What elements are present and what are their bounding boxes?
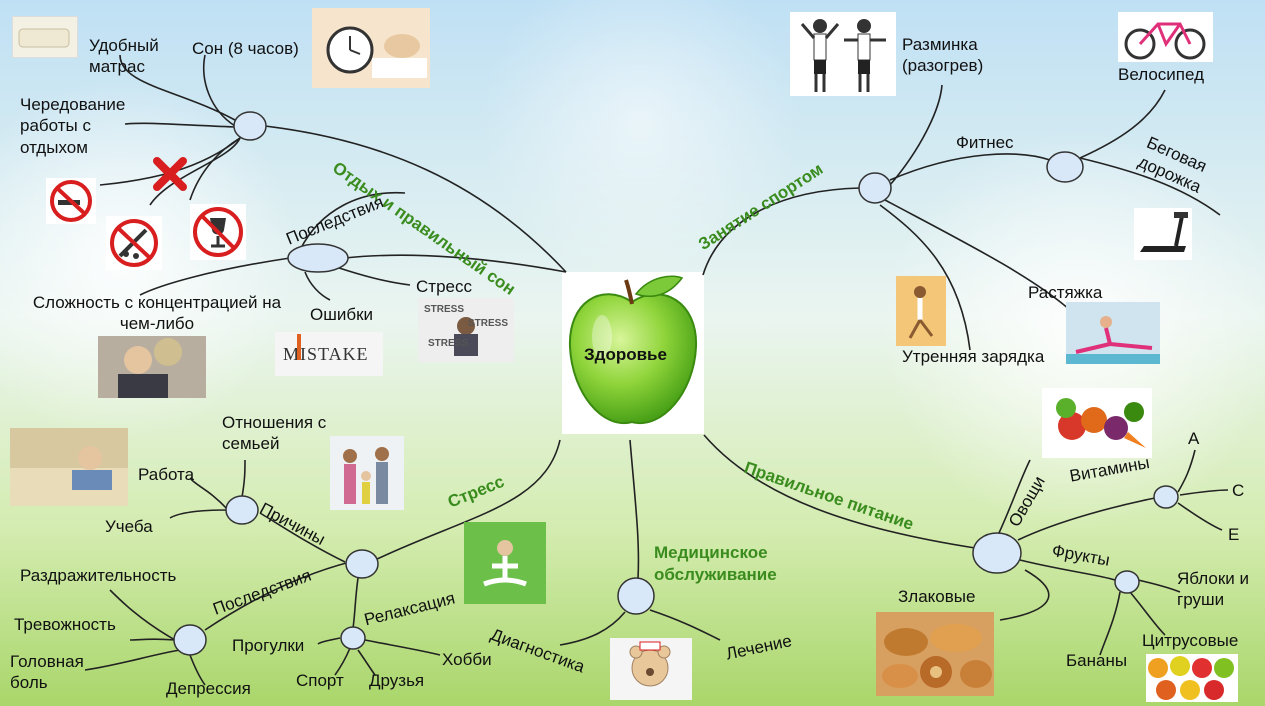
mistake-image: MISTAKE: [275, 332, 383, 376]
vegetables-image: [1042, 388, 1152, 458]
label-irritability: Раздражительность: [20, 566, 177, 585]
treadmill-icon: [1140, 212, 1188, 252]
apple-icon: [568, 275, 698, 425]
warmup-image: [790, 12, 896, 96]
node-medical: [617, 577, 655, 615]
doctor-image: [610, 638, 692, 700]
no-drugs-image: [106, 216, 162, 270]
label-family: Отношения с семьей: [222, 413, 327, 454]
category-medical-text: Медицинское обслуживание: [654, 543, 777, 585]
category-medical: Медицинское обслуживание: [654, 542, 794, 586]
no-drugs-icon: [110, 219, 158, 267]
citrus-icon: [1148, 656, 1234, 700]
concentration-image: [98, 336, 206, 398]
label-fitness: Фитнес: [956, 133, 1014, 152]
label-sleep: Сон (8 часов): [192, 39, 299, 58]
node-fitness: [1046, 151, 1084, 183]
sleep-image: [312, 8, 430, 88]
label-apples: Яблоки и груши: [1177, 569, 1249, 610]
treadmill-image: [1134, 208, 1192, 260]
label-study: Учеба: [105, 517, 153, 536]
label-bananas: Бананы: [1066, 651, 1128, 670]
mattress-image: [12, 16, 78, 58]
label-alternation: Чередование работы с отдыхом: [20, 95, 126, 157]
label-citrus: Цитрусовые: [1142, 631, 1239, 650]
label-warmup: Разминка (разогрев): [902, 35, 984, 76]
label-morning: Утренняя зарядка: [902, 347, 1045, 366]
center-label: Здоровье: [584, 345, 667, 364]
no-alcohol-icon: [193, 207, 243, 257]
node-nutrition: [972, 532, 1022, 574]
label-hobby: Хобби: [442, 650, 492, 669]
node-relax: [340, 626, 366, 650]
node-rest: [233, 111, 267, 141]
label-mattress: Удобный матрас: [89, 36, 159, 77]
node-stress: [345, 549, 379, 579]
node-causes: [225, 495, 259, 525]
bicycle-icon: [1124, 22, 1206, 60]
label-friends: Друзья: [369, 671, 425, 690]
relaxation-image: [464, 522, 546, 604]
label-work: Работа: [138, 465, 195, 484]
center-node[interactable]: Здоровье: [562, 272, 704, 434]
bread-icon: [882, 624, 992, 688]
label-walks: Прогулки: [232, 636, 305, 655]
label-bike: Велосипед: [1118, 65, 1204, 84]
label-vit-a: A: [1188, 429, 1200, 448]
citrus-image: [1146, 654, 1238, 702]
pencil-icon: [297, 334, 301, 360]
label-stretching: Растяжка: [1028, 283, 1103, 302]
node-fruits: [1114, 570, 1140, 594]
morning-exercise-image: [896, 276, 946, 346]
bear-doctor-icon: [629, 641, 671, 687]
node-stress-consequences: [173, 624, 207, 656]
label-anxiety: Тревожность: [14, 615, 116, 634]
vegetables-icon: [1056, 398, 1146, 448]
no-alcohol-image: [190, 204, 246, 260]
label-sport-hobby: Спорт: [296, 671, 344, 690]
label-mistakes: Ошибки: [310, 305, 374, 324]
node-rest-consequences: [287, 243, 349, 273]
prohibition-cross-icon: [153, 157, 187, 191]
bike-image: [1118, 12, 1213, 62]
node-sport: [858, 172, 892, 204]
label-depression: Депрессия: [166, 679, 251, 698]
label-vit-e: E: [1228, 525, 1240, 544]
stretching-image: [1066, 302, 1160, 364]
label-headache: Головная боль: [10, 652, 84, 693]
alarm-clock-icon: [326, 26, 427, 78]
label-concentration: Сложность с концентрацией на чем-либо: [32, 293, 282, 334]
family-image: [330, 436, 404, 510]
stress-image: STRESS STRESS STRESS: [418, 298, 514, 362]
node-vitamins: [1153, 485, 1179, 509]
label-rest-stress: Стресс: [416, 277, 472, 296]
label-cereals: Злаковые: [898, 587, 976, 606]
work-image: [10, 428, 128, 506]
no-smoking-image: [46, 178, 96, 224]
label-vit-c: C: [1232, 481, 1245, 500]
cereals-image: [876, 612, 994, 696]
no-smoking-icon: [50, 180, 92, 222]
